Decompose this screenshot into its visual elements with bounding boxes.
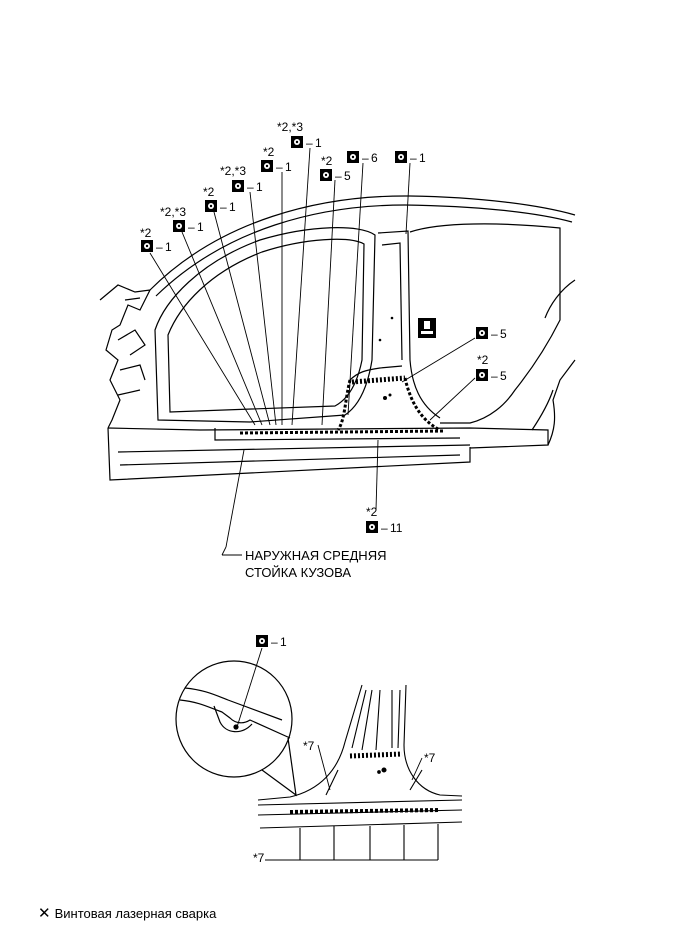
svg-text:–: – (491, 327, 498, 341)
callout: *2,*3 – 1 (160, 205, 204, 234)
svg-text:–: – (335, 169, 342, 183)
leader-lines (149, 147, 476, 548)
svg-text:–: – (306, 136, 313, 150)
svg-text:–: – (220, 200, 227, 214)
body-side-panel (99, 195, 576, 481)
callout: – 6 (347, 151, 378, 165)
detail-note-bottom: *7 (253, 851, 265, 865)
callout: *2 – 1 (140, 226, 172, 254)
callout-value: 1 (419, 151, 426, 165)
svg-text:–: – (271, 635, 278, 649)
svg-text:–: – (247, 180, 254, 194)
svg-text:–: – (381, 521, 388, 535)
callout-note: *2,*3 (160, 205, 186, 219)
callout-note: *2 (321, 154, 333, 168)
callout: *2 – 5 (476, 353, 507, 383)
callout-note: *2,*3 (277, 120, 303, 134)
callout-value: 5 (500, 327, 507, 341)
callout: *2 – 5 (320, 154, 351, 183)
detail-note-left: *7 (303, 739, 315, 753)
svg-text:–: – (491, 369, 498, 383)
callout-note: *2,*3 (220, 164, 246, 178)
svg-text:–: – (410, 151, 417, 165)
callout-value: 1 (285, 160, 292, 174)
laser-weld-icon (418, 318, 436, 338)
weld-band (239, 375, 446, 435)
callout-note: *2 (203, 185, 215, 199)
callout-value: 1 (165, 240, 172, 254)
callout: *2,*3 – 1 (277, 120, 322, 150)
part-label-line2: СТОЙКА КУЗОВА (245, 565, 351, 580)
callout-value: 11 (390, 521, 403, 535)
svg-text:–: – (188, 220, 195, 234)
callout: *2 – 1 (261, 145, 292, 174)
legend-text: Винтовая лазерная сварка (54, 906, 217, 921)
callout: – 1 (395, 151, 426, 165)
detail-note-right: *7 (424, 751, 436, 765)
callout-note: *2 (366, 505, 378, 519)
callout-note: *2 (263, 145, 275, 159)
callout: – 5 (476, 327, 507, 341)
callout: *2 – 11 (366, 505, 403, 535)
callout: *2,*3 – 1 (220, 164, 263, 194)
magnified-detail (175, 660, 297, 797)
part-label-line1: НАРУЖНАЯ СРЕДНЯЯ (245, 548, 386, 563)
laser-weld-x-icon: ✕ (38, 905, 51, 922)
callout-value: 1 (197, 220, 204, 234)
detail-pillar (257, 684, 463, 861)
svg-text:–: – (156, 240, 163, 254)
callout-note: *2 (477, 353, 489, 367)
callout: *2 – 1 (203, 185, 236, 214)
legend: ✕ Винтовая лазерная сварка (38, 906, 216, 921)
callout-value: 1 (315, 136, 322, 150)
callout-value: 1 (229, 200, 236, 214)
svg-text:–: – (362, 151, 369, 165)
callout-value: 5 (344, 169, 351, 183)
callout-value: 1 (256, 180, 263, 194)
callout-value: 5 (500, 369, 507, 383)
detail-callout-value: 1 (280, 635, 287, 649)
pillar-holes (378, 316, 394, 400)
callout-note: *2 (140, 226, 152, 240)
detail-callout: – 1 (256, 635, 287, 649)
callout-value: 6 (371, 151, 378, 165)
svg-text:–: – (276, 160, 283, 174)
